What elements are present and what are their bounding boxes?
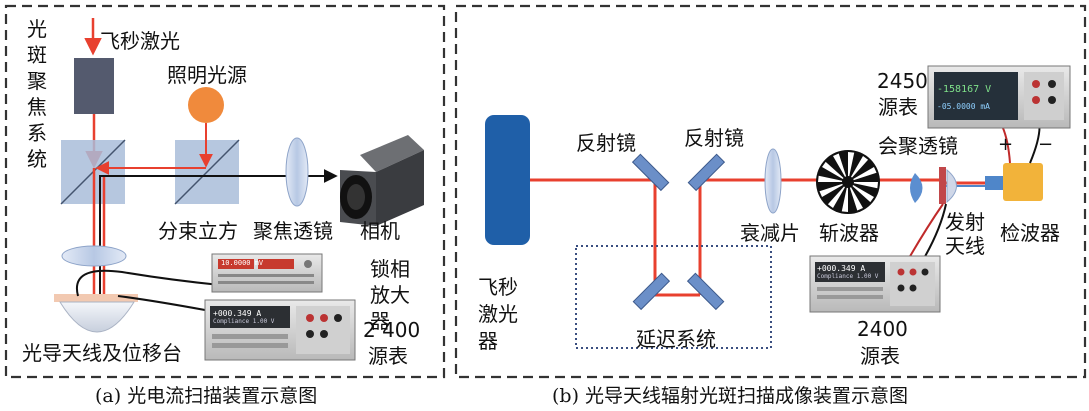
- delay-system-frame: [575, 245, 772, 349]
- antenna-stage: [54, 294, 138, 333]
- focusing-lens: [285, 137, 309, 207]
- sm2450-model: 2450: [877, 69, 928, 93]
- mirror-2-label: 反射镜: [684, 126, 744, 150]
- camera-label: 相机: [360, 219, 400, 243]
- emitting-antenna: [939, 167, 946, 204]
- illumination-lamp: [188, 87, 224, 123]
- sourcemeter-model-a: 2 400: [363, 318, 421, 342]
- sourcemeter-label-a: 源表: [368, 344, 408, 368]
- caption-b: (b) 光导天线辐射光斑扫描成像装置示意图: [552, 385, 909, 407]
- converging-lens-label: 会聚透镜: [878, 134, 958, 158]
- mirror-2: [687, 153, 726, 192]
- femto-laser-label-b: 飞秒激光器: [478, 275, 518, 353]
- delay-system-label: 延迟系统: [636, 327, 716, 351]
- detector-device: [985, 163, 1043, 201]
- chopper-label: 斩波器: [819, 221, 879, 245]
- sourcemeter-2450-device: [927, 65, 1071, 129]
- sm2450-label: 源表: [878, 95, 918, 119]
- focusing-lens-label: 聚焦透镜: [253, 219, 333, 243]
- panel-a-frame: [4, 4, 446, 379]
- lockin-label: 锁相放大器: [370, 257, 410, 333]
- femto-laser-box: [485, 115, 530, 245]
- detector-label: 检波器: [1000, 221, 1060, 245]
- mirror-1: [631, 153, 670, 192]
- panel-b-frame: [454, 4, 1087, 379]
- chopper-slot: [827, 182, 848, 208]
- sourcemeter-2400-b-device: [809, 255, 941, 313]
- sourcemeter-2400-a-device: [204, 299, 356, 361]
- sm-a-screen-sub: Compliance 1.00 V: [213, 318, 275, 325]
- wire-to-lockin: [75, 269, 221, 297]
- sm2400-b-screen-sub: Compliance 1.00 V: [817, 273, 879, 280]
- sm2400-label-b: 源表: [860, 344, 900, 368]
- attenuator-lens: [764, 148, 782, 214]
- chopper-slot: [833, 153, 848, 182]
- converging-lens: [910, 173, 923, 203]
- mirror-4: [686, 272, 725, 311]
- chopper-slot: [848, 182, 874, 203]
- focus-system-label: 光斑聚焦系统: [27, 17, 47, 171]
- beam-splitter-label: 分束立方: [158, 219, 238, 243]
- chopper-slot: [848, 156, 869, 182]
- minus-terminal: −: [1038, 134, 1054, 155]
- chopper-slot: [848, 182, 863, 211]
- sm2400-model-b: 2400: [857, 317, 908, 341]
- attenuator-label: 衰减片: [740, 221, 800, 245]
- mirror-1-label: 反射镜: [576, 131, 636, 155]
- femto-laser-label-a: 飞秒激光: [100, 29, 180, 53]
- camera-icon: [340, 135, 424, 226]
- lockin-screen-text: 10.0000 mV: [221, 259, 264, 267]
- sm-a-screen-main: +000.349 A: [213, 309, 262, 318]
- emitting-antenna-label: 发射天线: [945, 210, 985, 258]
- caption-a: (a) 光电流扫描装置示意图: [95, 385, 318, 407]
- chopper-slot: [841, 182, 848, 212]
- antenna-lens: [946, 168, 957, 204]
- sm2450-current: -05.0000 mA: [937, 102, 990, 111]
- wire-to-sourcemeter: [117, 295, 206, 311]
- chopper-slot: [848, 167, 877, 182]
- plus-terminal: +: [998, 134, 1014, 155]
- chopper-wheel: [816, 150, 880, 214]
- sm2450-voltage: -158167 V: [937, 84, 992, 95]
- laser-block: [74, 58, 114, 114]
- mirror-3: [632, 272, 671, 311]
- lockin-amplifier-device: [211, 253, 323, 293]
- illumination-source-label: 照明光源: [167, 63, 247, 87]
- chopper-slot: [822, 161, 848, 182]
- chopper-slot: [819, 182, 848, 197]
- chopper-slot: [848, 152, 855, 182]
- chopper-slot: [848, 182, 878, 189]
- objective-lens: [61, 245, 127, 267]
- antenna-stage-label: 光导天线及位移台: [22, 341, 182, 365]
- sm2400-b-screen-main: +000.349 A: [817, 264, 866, 273]
- chopper-slot: [818, 175, 848, 182]
